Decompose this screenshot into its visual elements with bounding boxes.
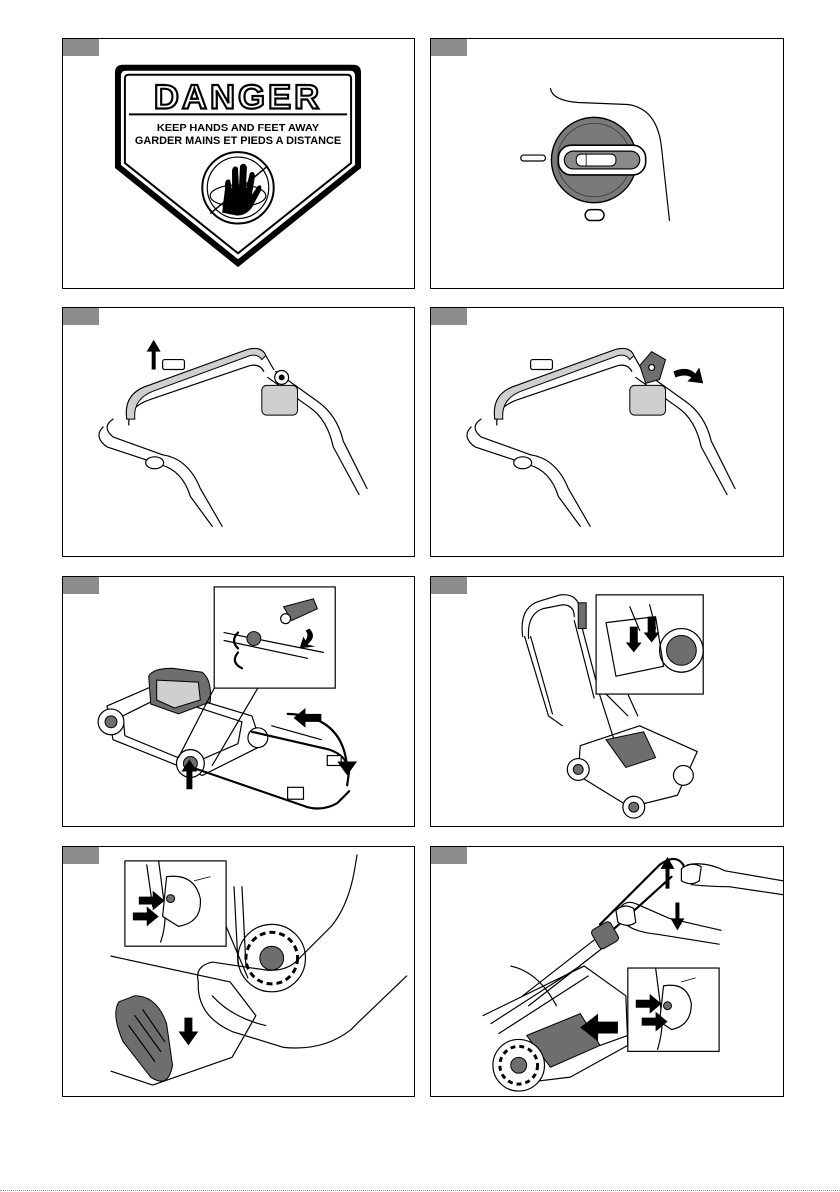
page-bottom-rule <box>0 1190 840 1191</box>
figure-panel-unfold-handle <box>62 576 415 827</box>
on-position-marker <box>585 210 604 221</box>
rear-wheel <box>493 1039 545 1091</box>
detail-inset-pin <box>125 861 248 978</box>
arrow-down-icon <box>178 1018 198 1046</box>
rear-wheel <box>238 924 305 991</box>
figure-panel-handle-lock <box>430 307 784 557</box>
arrow-left-icon <box>294 708 322 728</box>
danger-heading: DANGER <box>154 78 322 116</box>
handle-clamp-housing <box>630 385 666 415</box>
figure-panel-danger-label: DANGER KEEP HANDS AND FEET AWAY GARDER M… <box>62 38 415 289</box>
arrow-down-icon <box>670 903 684 931</box>
handle-clamp-housing <box>262 385 298 415</box>
arrow-rotate-icon <box>673 368 703 384</box>
handle-lever <box>531 360 553 370</box>
figure-panel-handle-lever <box>62 307 415 557</box>
detail-inset-latch <box>596 595 703 716</box>
figure-panel-raise-handle <box>430 576 784 827</box>
mower-body <box>567 726 697 818</box>
danger-warning-line-english: KEEP HANDS AND FEET AWAY <box>157 122 320 134</box>
danger-warning-line-french: GARDER MAINS ET PIEDS A DISTANCE <box>135 135 341 147</box>
off-position-marker <box>521 155 546 161</box>
rotary-knob <box>551 117 645 202</box>
figure-panel-adjust-handle <box>430 846 784 1097</box>
mower-handle <box>99 349 367 527</box>
figure-panel-foot-release <box>62 846 415 1097</box>
arrow-up-icon <box>147 340 161 370</box>
figure-panel-control-knob <box>430 38 784 289</box>
danger-label-graphic: DANGER KEEP HANDS AND FEET AWAY GARDER M… <box>63 39 414 288</box>
arrow-fold-down-icon <box>337 762 357 776</box>
handle-lever <box>163 360 185 370</box>
detail-inset-pin <box>600 968 719 1051</box>
blade-hand-hazard-icon <box>202 152 273 223</box>
